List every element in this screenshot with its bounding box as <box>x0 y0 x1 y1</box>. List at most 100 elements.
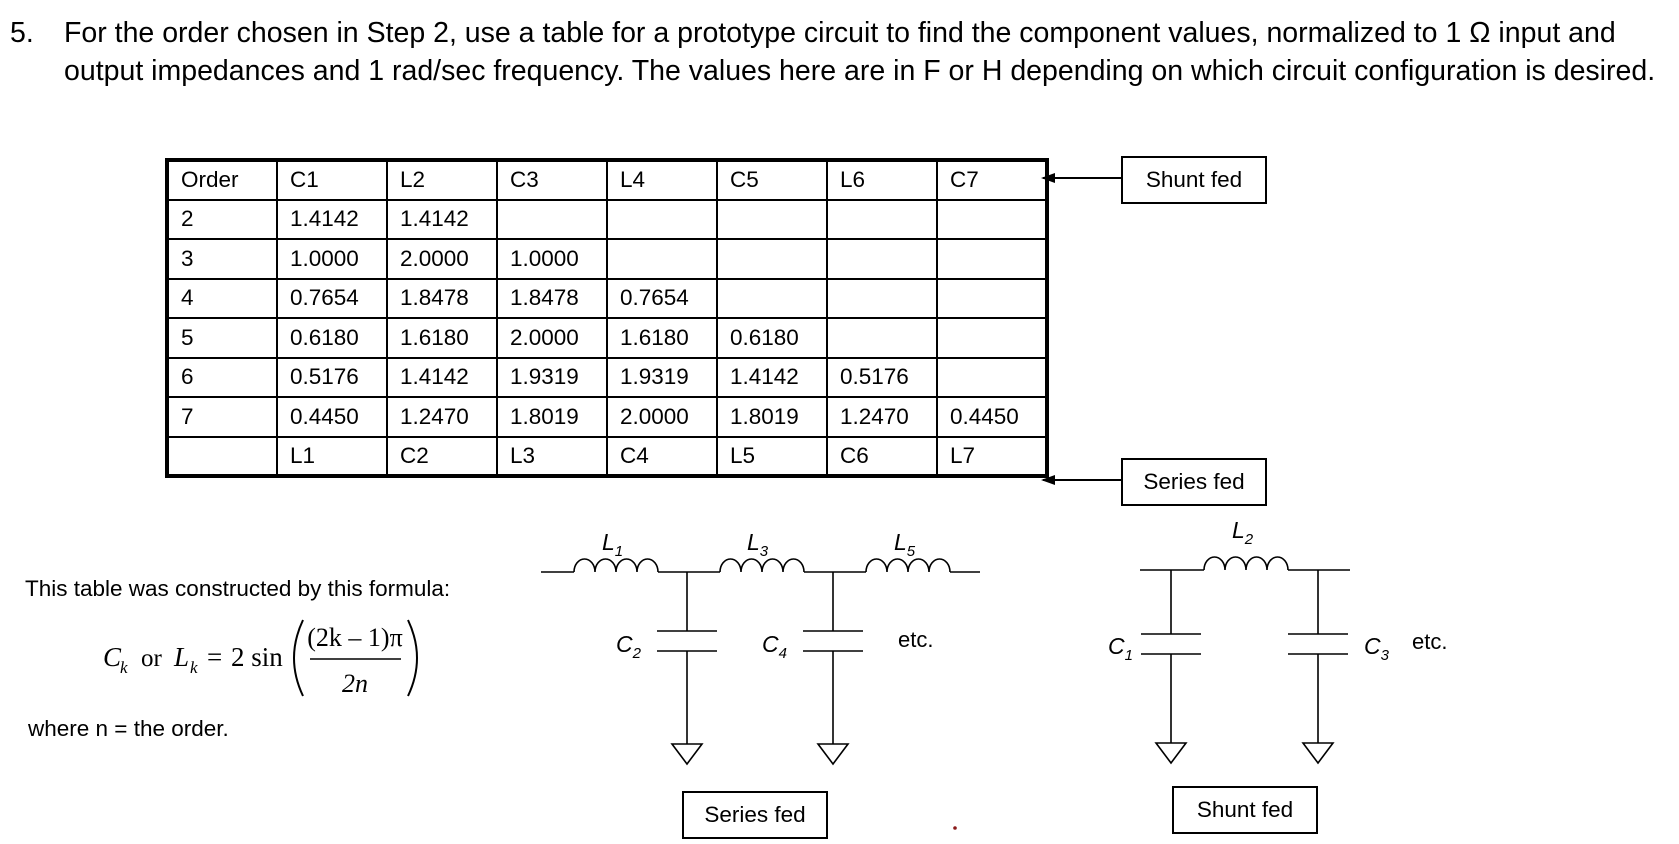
shunt-fed-caption-label: Shunt fed <box>1196 797 1294 822</box>
inductor-l1 <box>573 558 659 573</box>
step-text: For the order chosen in Step 2, use a ta… <box>64 17 1656 87</box>
table-cell <box>716 238 828 280</box>
shunt-etc: etc. <box>1412 629 1447 654</box>
formula-denominator: 2n <box>342 669 368 698</box>
table-cell: 1.8478 <box>496 277 608 319</box>
formula-eq: = <box>207 642 222 672</box>
formula-c: C <box>103 642 122 672</box>
table-cell: 1.8478 <box>386 277 498 319</box>
label-l2: L2 <box>1232 517 1254 548</box>
series-fed-caption: Series fed <box>682 791 828 839</box>
ground-symbol <box>1154 742 1188 765</box>
label-c3: C3 <box>1364 633 1390 664</box>
ground-symbol <box>670 743 704 766</box>
table-cell <box>826 277 938 319</box>
table-cell: 0.6180 <box>276 317 388 359</box>
table-cell: 5 <box>166 317 278 359</box>
table-cell <box>826 198 938 240</box>
table-cell: L1 <box>276 435 388 477</box>
table-cell: 1.4142 <box>386 198 498 240</box>
stray-dot <box>953 826 957 830</box>
table-cell: 0.6180 <box>716 317 828 359</box>
table-cell: 0.7654 <box>276 277 388 319</box>
table-cell <box>936 277 1048 319</box>
table-cell: C7 <box>936 159 1048 201</box>
table-cell: 0.5176 <box>826 356 938 398</box>
table-cell: 2.0000 <box>386 238 498 280</box>
table-cell: 1.6180 <box>606 317 718 359</box>
ground-symbol <box>1301 742 1335 765</box>
table-cell <box>496 198 608 240</box>
table-cell: 1.6180 <box>386 317 498 359</box>
table-cell: 7 <box>166 396 278 438</box>
shunt-fed-caption: Shunt fed <box>1172 786 1318 834</box>
table-cell: 0.4450 <box>936 396 1048 438</box>
formula-l-sub: k <box>190 658 198 677</box>
formula-c-sub: k <box>120 658 128 677</box>
table-cell: C3 <box>496 159 608 201</box>
table-cell: 1.2470 <box>386 396 498 438</box>
table-cell: 1.8019 <box>496 396 608 438</box>
series-fed-tag: Series fed <box>1121 458 1267 506</box>
table-cell <box>166 435 278 477</box>
table-cell: 4 <box>166 277 278 319</box>
table-cell: Order <box>166 159 278 201</box>
table-cell: 2.0000 <box>496 317 608 359</box>
table-cell: 0.7654 <box>606 277 718 319</box>
shunt-fed-circuit <box>1140 556 1350 765</box>
table-cell: 1.4142 <box>716 356 828 398</box>
table-cell: 6 <box>166 356 278 398</box>
formula-or: or <box>141 645 163 672</box>
inductor-l3 <box>719 558 805 573</box>
table-cell <box>716 277 828 319</box>
table-cell: L5 <box>716 435 828 477</box>
table-cell: 1.0000 <box>496 238 608 280</box>
table-cell: 3 <box>166 238 278 280</box>
table-cell: 1.8019 <box>716 396 828 438</box>
table-cell: 0.5176 <box>276 356 388 398</box>
formula-numerator: (2k – 1)π <box>307 623 402 652</box>
table-cell: L4 <box>606 159 718 201</box>
table-cell <box>936 317 1048 359</box>
table-cell: 1.2470 <box>826 396 938 438</box>
table-cell: C6 <box>826 435 938 477</box>
table-cell: L3 <box>496 435 608 477</box>
table-cell: 1.9319 <box>496 356 608 398</box>
series-fed-circuit <box>541 558 980 766</box>
formula: C k or L k = 2 sin (2k – 1)π 2n <box>103 619 418 698</box>
table-cell <box>826 317 938 359</box>
table-cell <box>716 198 828 240</box>
table-cell <box>606 198 718 240</box>
label-l5: L5 <box>894 529 916 560</box>
table-cell: 2 <box>166 198 278 240</box>
shunt-fed-tag: Shunt fed <box>1121 156 1267 204</box>
formula-where: where n = the order. <box>28 716 229 741</box>
step-number: 5. <box>10 17 34 49</box>
label-c4: C4 <box>762 631 787 662</box>
inductor-l2 <box>1203 556 1289 571</box>
series-fed-tag-label: Series fed <box>1143 469 1245 494</box>
table-cell <box>936 356 1048 398</box>
table-cell <box>606 238 718 280</box>
table-cell <box>936 198 1048 240</box>
series-etc: etc. <box>898 627 933 652</box>
table-cell: 1.4142 <box>386 356 498 398</box>
table-cell: L6 <box>826 159 938 201</box>
formula-right-paren <box>407 619 418 697</box>
table-cell: 1.9319 <box>606 356 718 398</box>
series-fed-caption-label: Series fed <box>704 802 806 827</box>
formula-2sin: 2 sin <box>231 642 283 672</box>
table-cell: C2 <box>386 435 498 477</box>
ground-symbol <box>816 743 850 766</box>
table-cell <box>936 238 1048 280</box>
table-cell: L7 <box>936 435 1048 477</box>
